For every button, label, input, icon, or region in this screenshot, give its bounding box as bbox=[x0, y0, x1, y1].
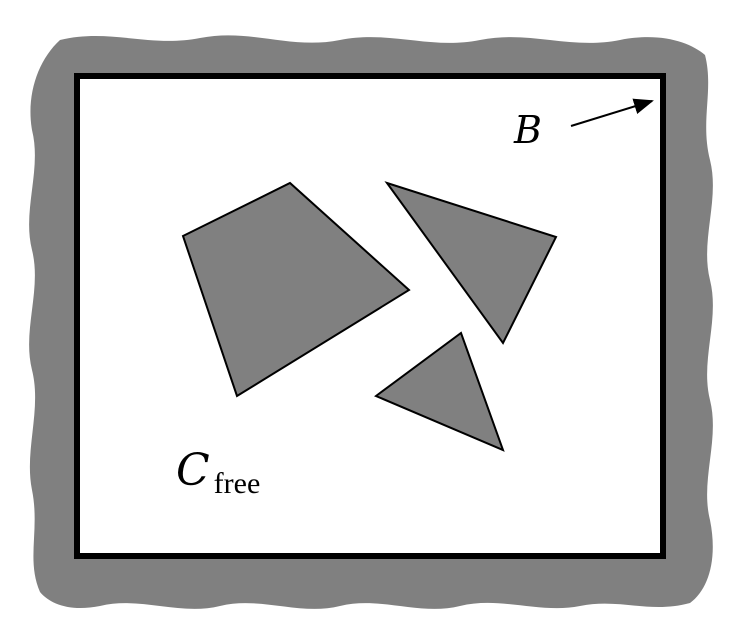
boundary-label: B bbox=[513, 108, 542, 152]
quadrilateral-obstacle bbox=[181, 181, 411, 398]
free-space-symbol: C bbox=[176, 445, 210, 496]
free-space-subscript: free bbox=[214, 467, 261, 500]
lower-triangle-obstacle bbox=[374, 331, 505, 452]
free-space-label: C free bbox=[176, 445, 260, 500]
boundary-arrow bbox=[570, 98, 654, 127]
upper-triangle-obstacle bbox=[384, 181, 558, 345]
free-space-rectangle bbox=[74, 73, 666, 559]
